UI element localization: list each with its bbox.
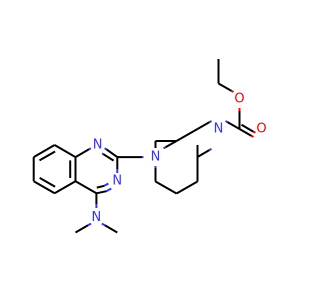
bond (74, 148, 90, 158)
bond (104, 147, 107, 151)
bond (39, 150, 56, 162)
atom-label-nitrogen: N (92, 210, 102, 225)
bond (33, 180, 56, 195)
bond (39, 177, 56, 188)
bond (102, 153, 115, 162)
bond (241, 123, 254, 133)
bond (155, 180, 177, 195)
bond (176, 180, 198, 195)
atom-label-nitrogen: N (93, 138, 103, 153)
bond (165, 140, 177, 149)
bond (163, 146, 166, 150)
bond (176, 128, 198, 142)
bond (218, 82, 232, 92)
bond (33, 144, 56, 158)
bond (104, 224, 118, 234)
bond (88, 147, 92, 151)
bond (101, 222, 106, 227)
bond (225, 120, 228, 123)
bond (96, 190, 107, 195)
bond (209, 120, 212, 123)
bond (196, 149, 211, 158)
bond (105, 187, 112, 193)
bond (105, 148, 118, 158)
atom-label-nitrogen: N (151, 150, 161, 165)
bond (87, 222, 92, 227)
bond (209, 148, 212, 151)
bond (103, 182, 109, 187)
atom-label-nitrogen: N (112, 174, 122, 189)
atom-label-nitrogen: N (214, 122, 224, 137)
atom-label-oxygen: O (234, 92, 244, 107)
bond (96, 184, 105, 189)
bond (227, 121, 240, 130)
molecule-structure: N N N N N O O (32, 59, 267, 234)
bond (54, 180, 77, 195)
bond (74, 180, 97, 195)
bond (239, 128, 252, 137)
bond (101, 152, 104, 156)
atom-label-oxygen: O (256, 122, 266, 137)
bond (75, 224, 89, 234)
bond (231, 90, 234, 93)
bond (253, 130, 256, 134)
bond (54, 144, 77, 158)
bond (197, 121, 210, 130)
bond (251, 135, 254, 138)
